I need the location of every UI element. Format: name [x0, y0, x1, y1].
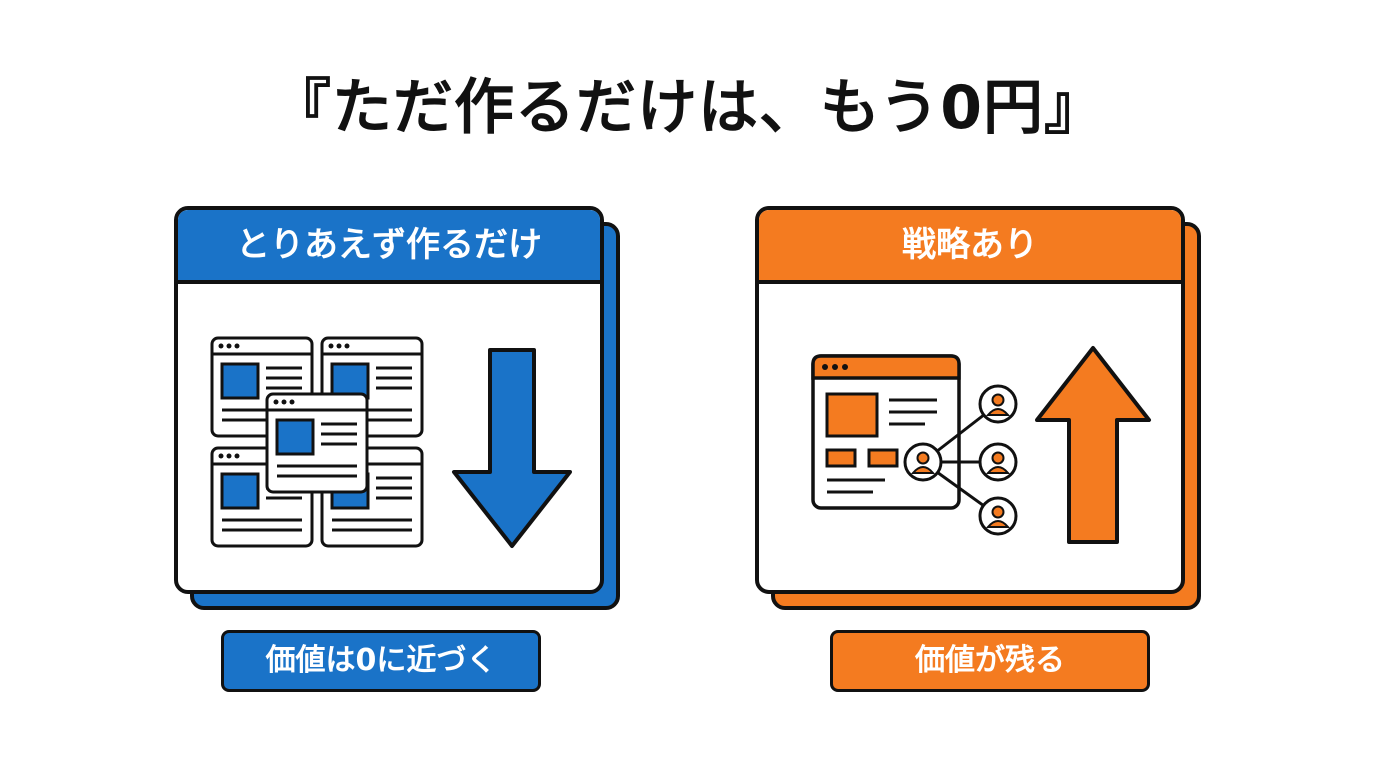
panel-body	[759, 284, 1181, 590]
panel-header: 戦略あり	[759, 210, 1181, 284]
arrow-down-icon	[452, 348, 572, 548]
web-page-icon	[811, 354, 961, 510]
user-icon	[978, 496, 1018, 536]
many-pages-illustration	[210, 336, 572, 548]
web-page-icon	[265, 392, 369, 494]
strategy-illustration	[811, 346, 1151, 544]
caption-value-remains: 価値が残る	[830, 630, 1150, 692]
panel-card: 戦略あり	[755, 206, 1185, 594]
panel-just-make: とりあえず作るだけ	[174, 206, 620, 610]
panel-with-strategy: 戦略あり	[755, 206, 1201, 610]
user-icon	[978, 384, 1018, 424]
arrow-up-icon	[1035, 346, 1151, 544]
panel-header: とりあえず作るだけ	[178, 210, 600, 284]
panel-body	[178, 284, 600, 590]
main-title: 『ただ作るだけは、もう0円』	[271, 73, 1105, 143]
user-icon	[978, 442, 1018, 482]
user-icon	[903, 442, 943, 482]
caption-value-near-zero: 価値は0に近づく	[221, 630, 541, 692]
panel-card: とりあえず作るだけ	[174, 206, 604, 594]
